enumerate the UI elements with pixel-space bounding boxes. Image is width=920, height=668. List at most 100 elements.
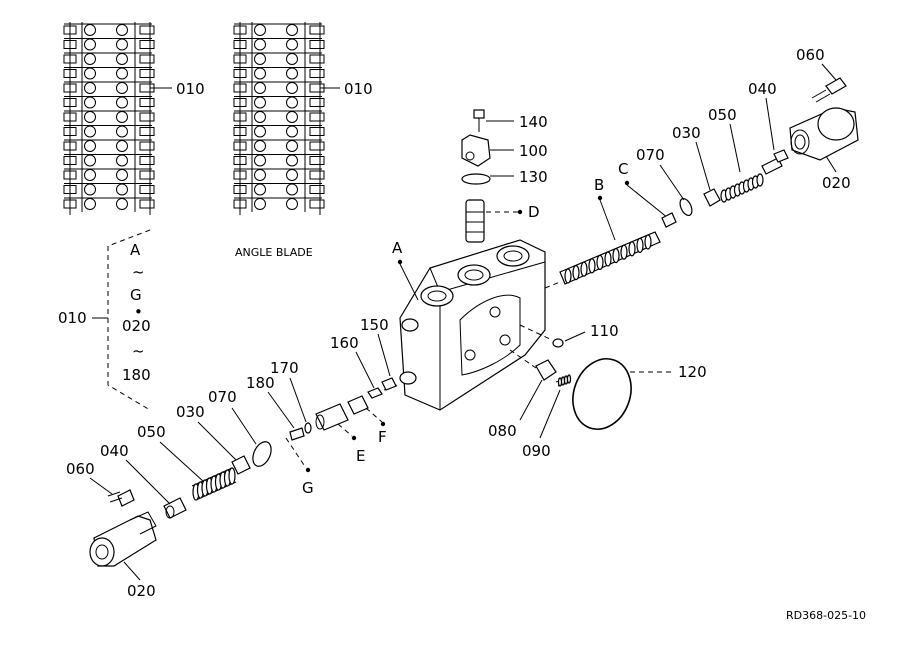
stack-tab [233,25,247,35]
part-010-label-side: 010 [58,309,87,327]
coil [588,258,596,274]
coil [564,268,572,284]
coil [596,254,604,270]
stack-port [116,125,128,138]
d-label: D [528,203,540,221]
stack-tab [63,170,77,180]
stack-tab [233,185,247,194]
angle-blade-caption: ANGLE BLADE [235,246,313,259]
stack-port [286,82,298,94]
stack-tab [63,185,77,194]
coil [228,467,236,485]
p060-bot-label: 060 [66,460,95,478]
stack-tab [139,199,155,209]
stack-tab [139,112,155,122]
group-range-a: A [130,241,141,259]
part-010-label-left: 010 [176,80,205,98]
stack-tab [309,185,325,194]
stack-port [286,140,298,152]
part-c-seat [661,212,677,228]
stack-port [286,169,298,181]
stack-port [286,96,298,109]
p140-label: 140 [519,113,548,131]
p090-label: 090 [522,442,551,460]
oring-130 [461,173,491,185]
stack-port [254,198,266,210]
part-e [315,403,349,431]
p030-bot-label: 030 [176,403,205,421]
reference-code: RD368-025-10 [786,609,866,622]
stack-port [84,111,96,123]
fitting-080 [535,359,557,381]
stack-port [84,198,96,210]
coil [612,248,620,264]
solenoid-100 [461,134,491,167]
stack-tab [139,156,155,165]
stack-tab [233,127,247,136]
stack-tab [139,141,155,151]
stack-tab [139,54,155,64]
p160-label: 160 [330,334,359,352]
stack-tab [233,170,247,180]
p040-bot-label: 040 [100,442,129,460]
stack-tab [233,69,247,78]
stack-tab [309,127,325,136]
stack-port [254,67,266,80]
f-dot [380,421,386,427]
stack-tab [233,40,247,49]
p060-top-label: 060 [796,46,825,64]
part-040-top [761,149,789,175]
stack-tab [63,40,77,49]
group-range-020: 020 [122,317,151,335]
group-range-tilde-1: ~ [132,263,145,281]
part-170 [304,422,312,434]
cap-020-top [789,107,859,161]
p020-bot-label: 020 [127,582,156,600]
p120-label: 120 [678,363,707,381]
a-label: A [392,239,403,257]
coil [644,234,652,250]
stack-port [84,96,96,109]
stack-tab [309,170,325,180]
group-range-bullet: • [134,303,143,321]
p100-label: 100 [519,142,548,160]
stack-port [116,140,128,152]
group-range-tilde-2: ~ [132,342,145,360]
part-030-top [703,188,721,207]
stack-port [116,183,128,196]
stack-port [286,183,298,196]
part-030-bot [231,455,251,475]
p040-top-label: 040 [748,80,777,98]
stack-tab [233,98,247,107]
stack-tab [63,127,77,136]
p180-label: 180 [246,374,275,392]
stack-port [286,154,298,167]
stack-port [84,67,96,80]
b-top-label: B [594,176,604,194]
stack-tab [139,127,155,136]
stack-port [254,24,266,36]
stack-tab [63,112,77,122]
stack-port [84,53,96,65]
coil [604,251,612,267]
stack-port [84,38,96,51]
spring-050-bot [191,467,237,501]
stack-port [254,125,266,138]
p050-top-label: 050 [708,106,737,124]
bolt-060-bot [107,489,135,507]
stack-port [254,154,266,167]
p150-label: 150 [360,316,389,334]
stack-port [254,183,266,196]
group-range-bracket [92,229,151,411]
stack-tab [63,83,77,93]
stack-port [84,125,96,138]
stack-tab [233,199,247,209]
stack-port [254,140,266,152]
stack-tab [309,199,325,209]
stack-tab [309,141,325,151]
stack-port [286,198,298,210]
p070-top-label: 070 [636,146,665,164]
stack-tab [309,40,325,49]
stack-port [116,24,128,36]
